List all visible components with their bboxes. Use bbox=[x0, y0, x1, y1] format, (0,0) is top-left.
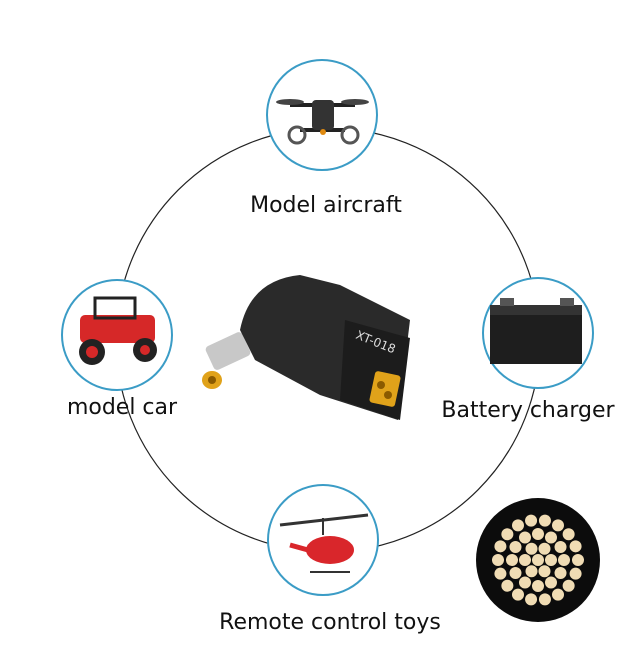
label-model-car: model car bbox=[66, 395, 178, 420]
cable-strand bbox=[506, 554, 518, 566]
cable-strand bbox=[512, 519, 524, 532]
cable-strand bbox=[494, 567, 507, 580]
cable-strand bbox=[525, 565, 538, 578]
cable-strand bbox=[519, 531, 531, 544]
cable-strand bbox=[545, 531, 557, 544]
jeep-icon bbox=[61, 279, 173, 391]
label-model-aircraft: Model aircraft bbox=[250, 193, 402, 218]
label-remote-control-toys: Remote control toys bbox=[219, 610, 441, 635]
cable-strand bbox=[525, 514, 538, 527]
cable-strand bbox=[525, 542, 538, 555]
cable-strand bbox=[492, 554, 504, 566]
cable-strand bbox=[532, 554, 544, 566]
helicopter-icon bbox=[267, 484, 379, 596]
cable-strand bbox=[519, 576, 531, 589]
cable-strand bbox=[554, 567, 567, 579]
cable-strand bbox=[558, 554, 570, 566]
connector-product: XT-018 bbox=[202, 275, 410, 420]
cable-strand bbox=[562, 579, 575, 592]
cable-strand bbox=[494, 540, 507, 553]
cable-strand bbox=[512, 588, 524, 601]
cable-strand bbox=[538, 542, 551, 555]
cable-strand bbox=[509, 541, 522, 553]
cable-strand bbox=[532, 528, 544, 540]
cable-strand bbox=[538, 593, 551, 606]
cable-strand bbox=[562, 528, 575, 541]
cable-strand bbox=[572, 554, 584, 566]
cable-strand bbox=[569, 540, 582, 553]
drone-icon bbox=[266, 59, 378, 171]
cable-strand bbox=[501, 579, 514, 592]
cable-strand bbox=[532, 580, 544, 592]
cable-strand bbox=[538, 565, 551, 578]
cable-strand bbox=[569, 567, 582, 580]
battery-icon bbox=[482, 277, 594, 389]
cable-cross-section-icon bbox=[476, 498, 600, 622]
cable-strand bbox=[509, 567, 522, 579]
cable-strand bbox=[545, 576, 557, 589]
cable-strand bbox=[519, 554, 531, 566]
cable-strand bbox=[525, 593, 538, 606]
cable-strand bbox=[538, 514, 551, 527]
cable-strand bbox=[501, 528, 514, 541]
cable-strand bbox=[545, 554, 557, 566]
cable-strand bbox=[552, 588, 564, 601]
cable-strand bbox=[554, 541, 567, 553]
label-battery-charger: Battery charger bbox=[441, 398, 615, 423]
cable-strand bbox=[552, 519, 564, 532]
